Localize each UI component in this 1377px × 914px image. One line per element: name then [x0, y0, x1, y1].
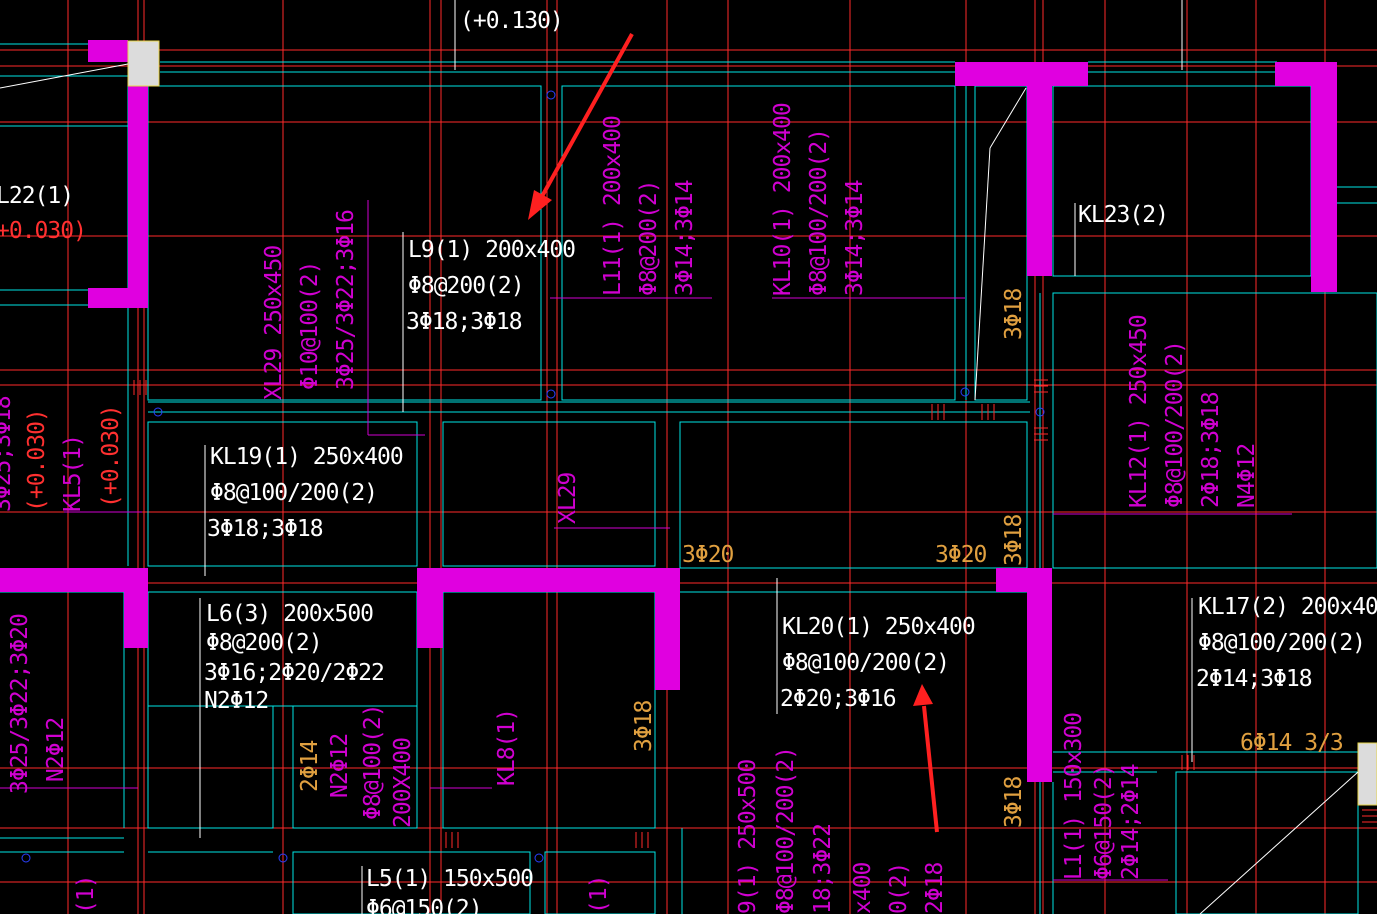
- beam-label-xl29-stirrup: Φ10@100(2): [297, 262, 323, 390]
- beam-label-l6-stirrup: Φ8@200(2): [206, 630, 322, 656]
- bottom-label-1-a: (1): [73, 875, 99, 914]
- rebar-label-6d14: 6Φ14 3/3: [1240, 730, 1343, 756]
- arrow-head-top: [528, 190, 552, 220]
- columns-and-walls: [0, 40, 1337, 782]
- beam-label-l6-size: L6(3) 200x500: [206, 601, 373, 627]
- rebar-label-3d20-b: 3Φ20: [935, 542, 987, 568]
- left-partial-rebar-a: 3Φ25;3Φ18: [0, 396, 16, 512]
- rebar-label-3d18-c: 3Φ18: [631, 700, 657, 752]
- bottom-beam-02: 0(2): [886, 863, 912, 914]
- bottom-beam-x400: x400: [850, 862, 876, 914]
- beam-label-kl20-size: KL20(1) 250x400: [782, 614, 975, 640]
- elevation-label-top: (+0.130): [460, 8, 563, 34]
- beam-label-kl19-size: KL19(1) 250x400: [210, 444, 403, 470]
- beam-label-kl12-stirrup: Φ8@100/200(2): [1162, 341, 1188, 508]
- beam-label-kl17-size: KL17(2) 200x400: [1198, 594, 1377, 620]
- beam-label-l5-size: L5(1) 150x500: [366, 866, 533, 892]
- beam-label-kl10-stirrup: Φ8@100/200(2): [806, 129, 832, 296]
- arrow-head-bottom: [913, 684, 933, 706]
- magenta-leaders: [0, 200, 1292, 881]
- beam-label-l9-stirrup: Φ8@200(2): [408, 273, 524, 299]
- arrow-shaft-bottom: [922, 705, 939, 833]
- arrow-shaft-top: [538, 33, 634, 201]
- beam-label-kl10-size: KL10(1) 200x400: [770, 103, 796, 296]
- reference-circles: [21, 90, 1045, 863]
- rebar-label-vert-2d14: 2Φ14: [297, 740, 323, 792]
- beam-label-kl8: KL8(1): [494, 709, 520, 786]
- left-partial-side: N2Φ12: [43, 718, 69, 782]
- beam-label-l9-rebar: 3Φ18;3Φ18: [406, 309, 522, 335]
- beam-label-kl19-rebar: 3Φ18;3Φ18: [207, 516, 323, 542]
- left-elevation-a: (+0.030): [24, 409, 50, 512]
- beam-label-l1-size: L1(1) 150x300: [1061, 713, 1087, 880]
- beam-label-kl5: KL5(1): [60, 435, 86, 512]
- beam-label-kl19-stirrup: Φ8@100/200(2): [210, 480, 377, 506]
- beam-label-kl10-rebar: 3Φ14;3Φ14: [842, 180, 868, 296]
- rebar-label-3d18-a: 3Φ18: [1001, 288, 1027, 340]
- bottom-beam-size: 9(1) 250x500: [735, 760, 761, 914]
- beam-label-xl29-rebar: 3Φ25/3Φ22;3Φ16: [333, 210, 359, 390]
- rebar-label-3d18-b: 3Φ18: [1001, 514, 1027, 566]
- beam-label-kl12-rebar: 2Φ18;3Φ18: [1198, 392, 1224, 508]
- beam-label-l5-stirrup: Φ6@150(2): [366, 896, 482, 914]
- annotation-arrows: [528, 33, 939, 833]
- beam-label-kl20-stirrup: Φ8@100/200(2): [782, 650, 949, 676]
- bottom-beam-2d18: 2Φ18: [922, 862, 948, 914]
- section-tick-marks: [133, 379, 1377, 848]
- beam-label-l11-stirrup: Φ8@200(2): [636, 180, 662, 296]
- beam-label-l1-stirrup: Φ6@150(2): [1091, 764, 1117, 880]
- beam-label-l11-rebar: 3Φ14;3Φ14: [672, 180, 698, 296]
- rebar-label-vert-stirrup: Φ8@100(2): [360, 704, 386, 820]
- left-elevation-b: (+0.030): [98, 405, 124, 508]
- bottom-beam-stirrup: Φ8@100/200(2): [773, 747, 799, 914]
- beam-label-l1-rebar: 2Φ14;2Φ14: [1118, 764, 1144, 880]
- column-block-right: [1357, 742, 1377, 806]
- beam-label-xl29-size: XL29 250x450: [261, 246, 287, 400]
- rebar-label-3d20-a: 3Φ20: [682, 542, 734, 568]
- beam-label-kl22: L22(1): [0, 183, 73, 209]
- beam-label-l6-rebar: 3Φ16;2Φ20/2Φ22: [204, 660, 384, 686]
- beam-label-kl12-side: N4Φ12: [1234, 444, 1260, 508]
- rebar-label-vert-n2d12: N2Φ12: [327, 734, 353, 798]
- beam-label-kl20-rebar: 2Φ20;3Φ16: [780, 686, 896, 712]
- beam-label-kl12-size: KL12(1) 250x450: [1126, 315, 1152, 508]
- beam-label-kl17-stirrup: Φ8@100/200(2): [1198, 630, 1365, 656]
- beam-label-xl29-short: XL29: [555, 472, 581, 524]
- column-block-top-left: [127, 40, 160, 87]
- rebar-label-3d18-d: 3Φ18: [1001, 776, 1027, 828]
- left-partial-rebar-b: 3Φ25/3Φ22;3Φ20: [7, 614, 33, 794]
- bottom-beam-rebar: 18;3Φ22: [810, 824, 836, 914]
- beam-label-kl23: KL23(2): [1078, 202, 1168, 228]
- rebar-label-vert-size: 200X400: [390, 738, 416, 828]
- beam-label-l11-size: L11(1) 200x400: [600, 116, 626, 296]
- beam-label-l6-side: N2Φ12: [204, 688, 268, 714]
- beam-label-l9-size: L9(1) 200x400: [408, 237, 575, 263]
- beam-label-kl17-rebar: 2Φ14;3Φ18: [1196, 666, 1312, 692]
- bottom-label-1-b: (1): [586, 875, 612, 914]
- elevation-label-kl22: +0.030): [0, 218, 86, 244]
